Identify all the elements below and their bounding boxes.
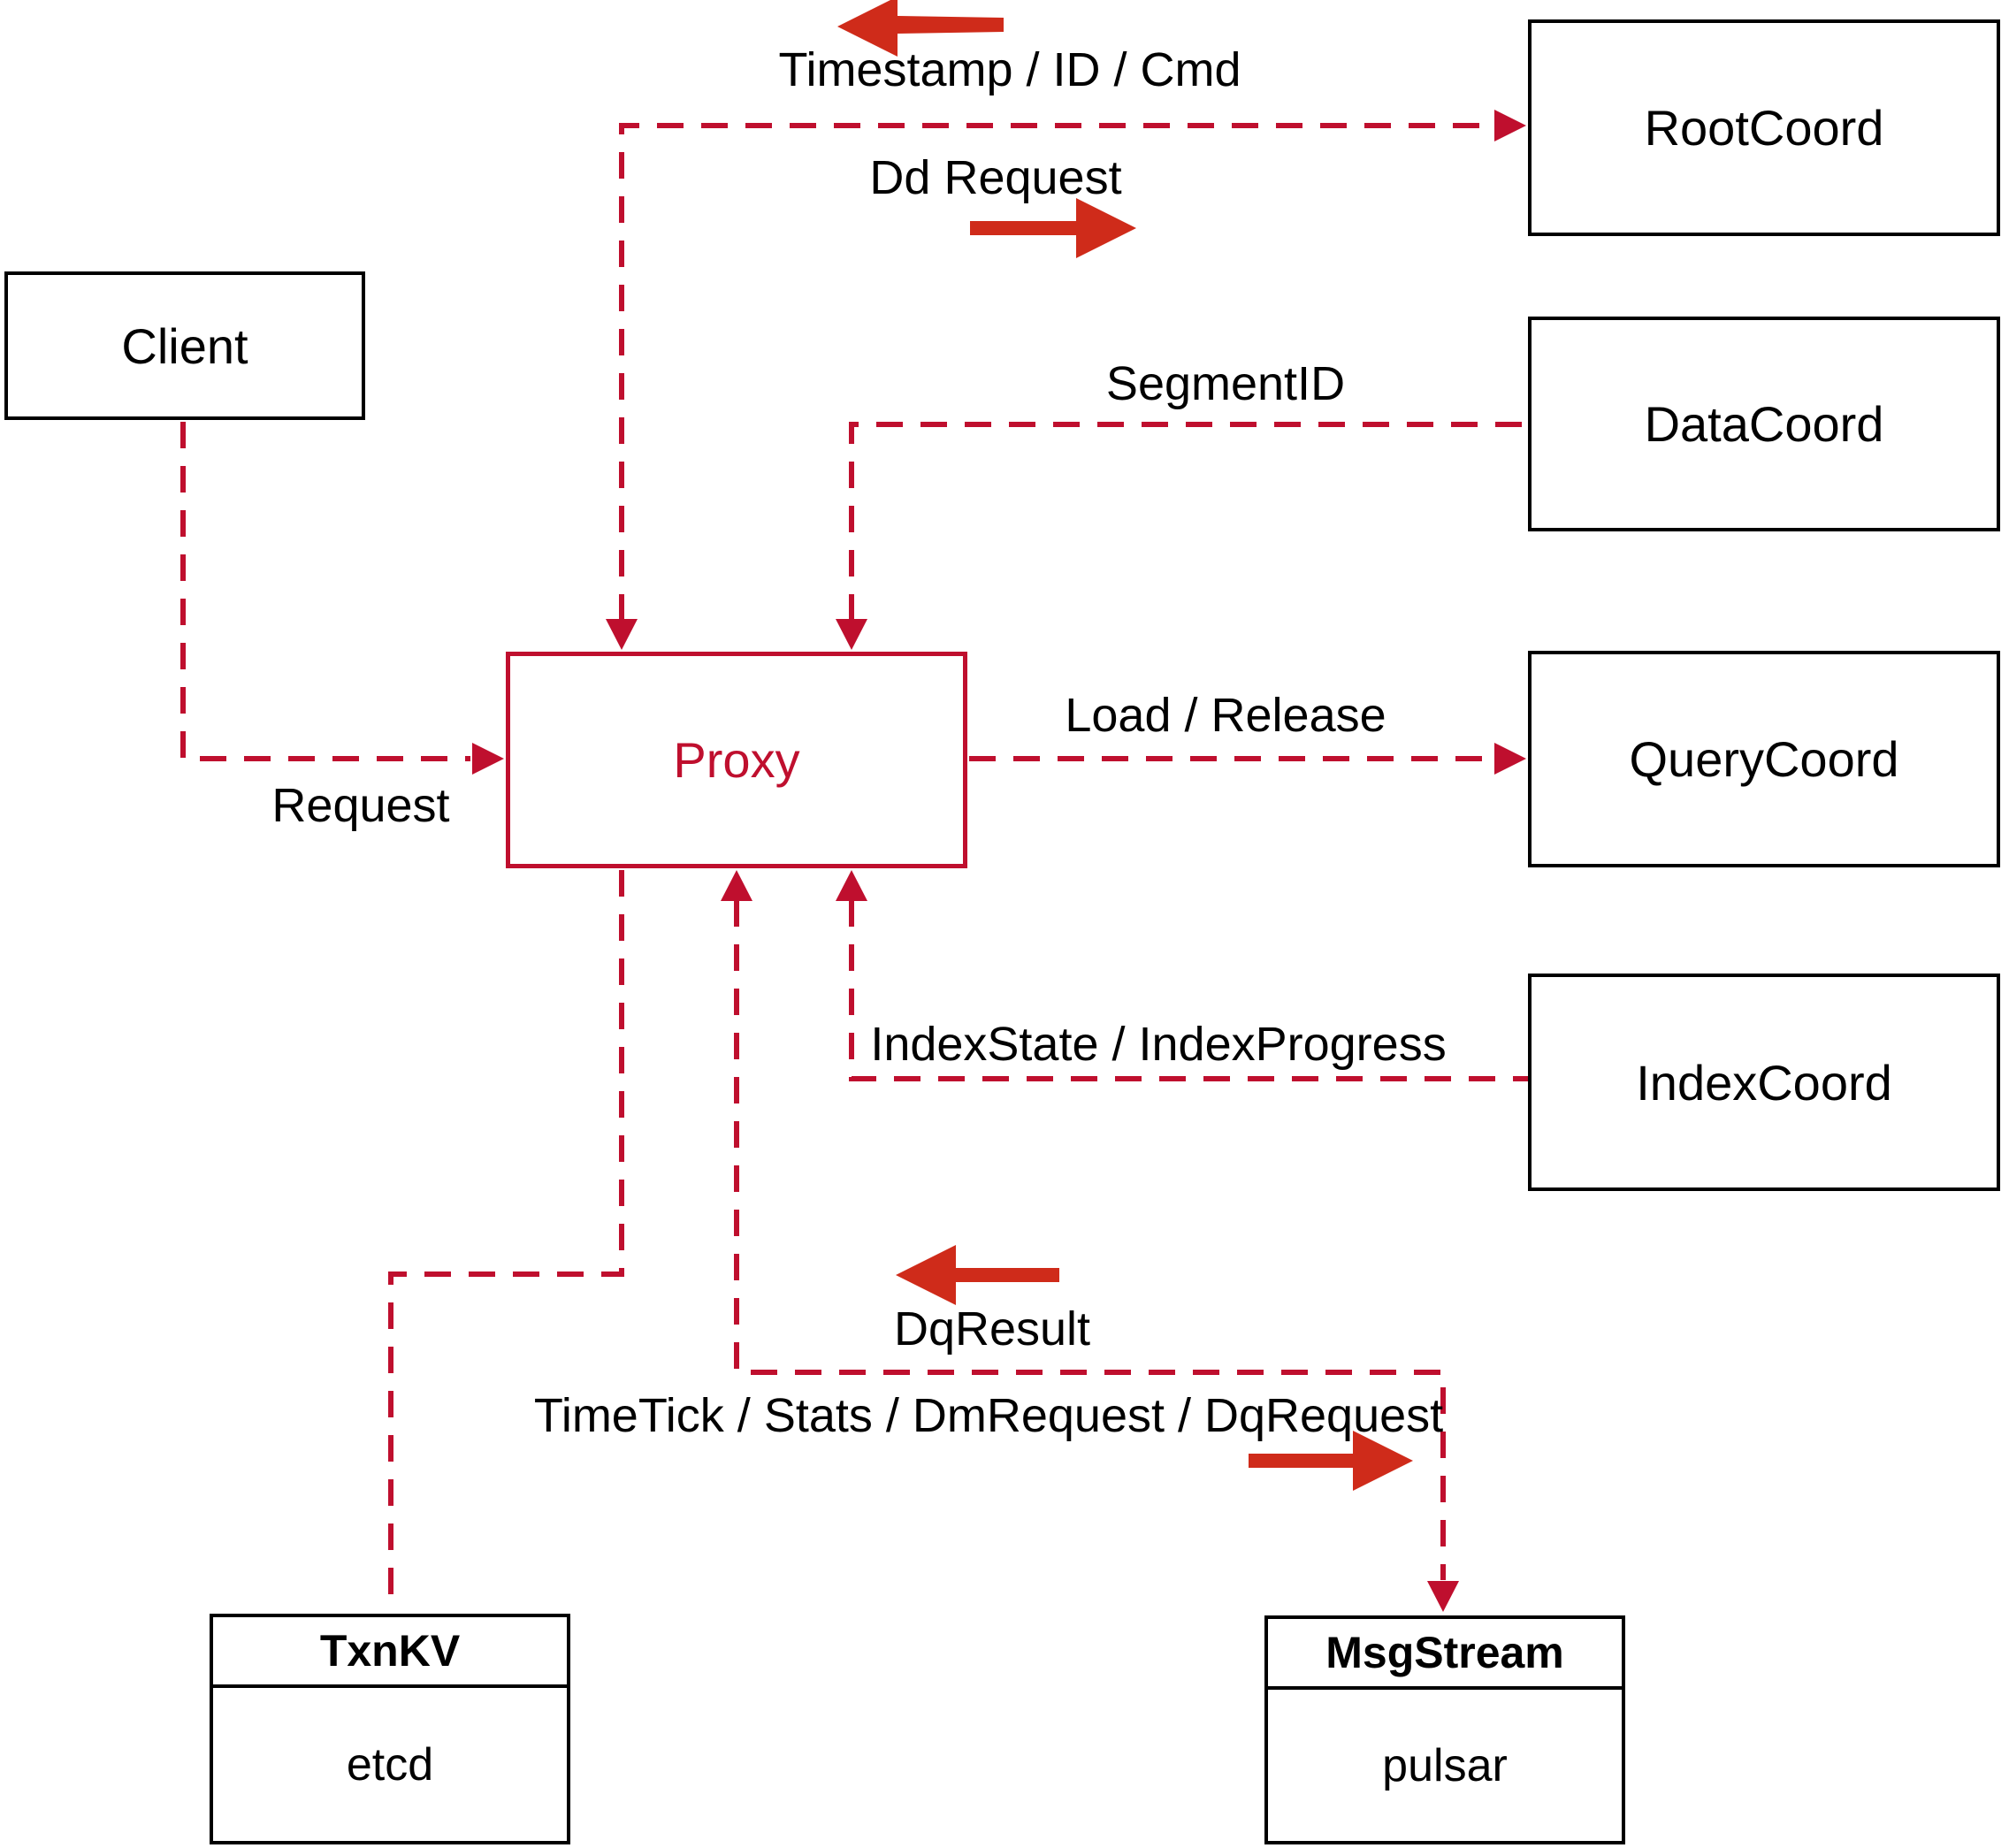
edge-label-load-release: Load / Release xyxy=(1065,689,1386,742)
node-datacoord-label: DataCoord xyxy=(1644,396,1884,452)
node-querycoord-label: QueryCoord xyxy=(1629,731,1899,787)
arrowhead-into-proxy-top-right xyxy=(836,619,867,650)
edge-label-timetick-stats-dmrequest-dqrequest: TimeTick / Stats / DmRequest / DqRequest xyxy=(533,1389,1444,1442)
arrowhead-into-proxy-bottom-right xyxy=(836,870,867,901)
node-client-label: Client xyxy=(121,317,248,374)
edge-datacoord-proxy xyxy=(849,422,1528,621)
node-txnkv: TxnKV etcd xyxy=(210,1614,570,1844)
direction-arrow-left-timestamp xyxy=(837,0,1004,57)
node-indexcoord-label: IndexCoord xyxy=(1636,1054,1892,1111)
node-indexcoord: IndexCoord xyxy=(1528,974,2000,1191)
edge-proxy-rootcoord xyxy=(619,123,1493,621)
edge-client-proxy xyxy=(180,422,470,761)
edge-indexcoord-proxy xyxy=(849,900,1528,1081)
edge-label-dqresult: DqResult xyxy=(893,1302,1091,1355)
node-proxy-label: Proxy xyxy=(673,732,800,788)
node-msgstream-impl: pulsar xyxy=(1382,1739,1508,1791)
node-client: Client xyxy=(4,271,365,420)
edge-label-timestamp-id-cmd: Timestamp / ID / Cmd xyxy=(778,43,1241,96)
node-txnkv-title: TxnKV xyxy=(213,1617,567,1688)
edge-proxy-msgstream xyxy=(734,900,1446,1580)
direction-arrow-left-dqresult xyxy=(896,1245,1059,1305)
edge-label-request: Request xyxy=(271,779,450,832)
node-rootcoord: RootCoord xyxy=(1528,19,2000,236)
edge-label-dd-request: Dd Request xyxy=(869,151,1122,204)
node-msgstream-title: MsgStream xyxy=(1268,1619,1622,1690)
direction-arrow-right-dd-request xyxy=(970,198,1136,258)
edge-label-indexstate-indexprogress: IndexState / IndexProgress xyxy=(870,1018,1447,1071)
arrowhead-into-rootcoord xyxy=(1494,110,1526,141)
arrowhead-into-proxy-top-left xyxy=(606,619,638,650)
arrowhead-into-querycoord xyxy=(1494,743,1526,775)
edge-proxy-txnkv xyxy=(388,870,624,1610)
node-proxy: Proxy xyxy=(506,652,967,868)
node-rootcoord-label: RootCoord xyxy=(1644,100,1884,156)
edge-label-segmentid: SegmentID xyxy=(1105,357,1346,410)
node-txnkv-impl: etcd xyxy=(346,1738,434,1791)
node-datacoord: DataCoord xyxy=(1528,317,2000,531)
arrowhead-into-msgstream xyxy=(1427,1581,1459,1612)
direction-arrow-right-timetick xyxy=(1249,1431,1413,1491)
node-msgstream: MsgStream pulsar xyxy=(1264,1615,1625,1844)
arrowhead-into-proxy-left xyxy=(472,743,504,775)
arrowhead-into-proxy-bottom-mid xyxy=(721,870,752,901)
node-querycoord: QueryCoord xyxy=(1528,651,2000,867)
